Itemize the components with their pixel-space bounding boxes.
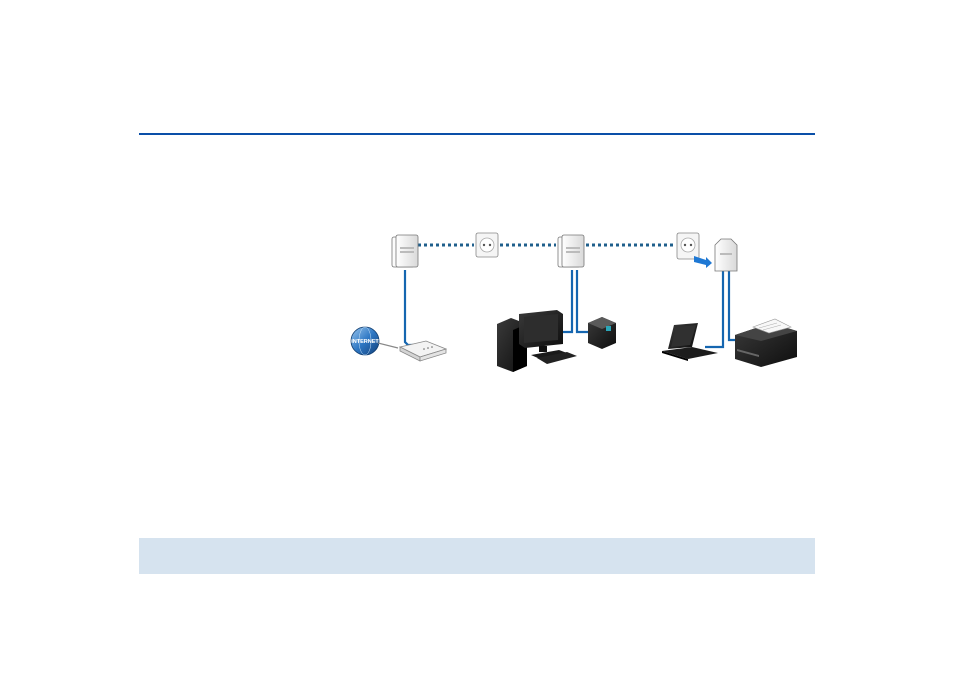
powerline-adapter-icon	[714, 238, 738, 272]
powerline-adapter-icon	[557, 234, 585, 268]
globe-icon: INTERNET	[350, 326, 380, 356]
internet-cable	[377, 342, 399, 349]
media-box-icon	[588, 317, 616, 349]
footer-band	[139, 538, 815, 574]
printer-icon	[735, 318, 797, 367]
wall-socket-icon	[475, 232, 499, 258]
router-icon	[398, 340, 448, 362]
laptop-icon	[662, 323, 718, 361]
wall-socket-icon	[676, 232, 700, 260]
desktop-pc-icon	[497, 310, 577, 372]
globe-label: INTERNET	[351, 339, 379, 345]
header-rule	[139, 133, 815, 135]
powerline-network-diagram: INTERNET	[350, 232, 797, 372]
powerline-adapter-icon	[391, 234, 419, 268]
plug-in-arrow-icon	[694, 256, 712, 268]
